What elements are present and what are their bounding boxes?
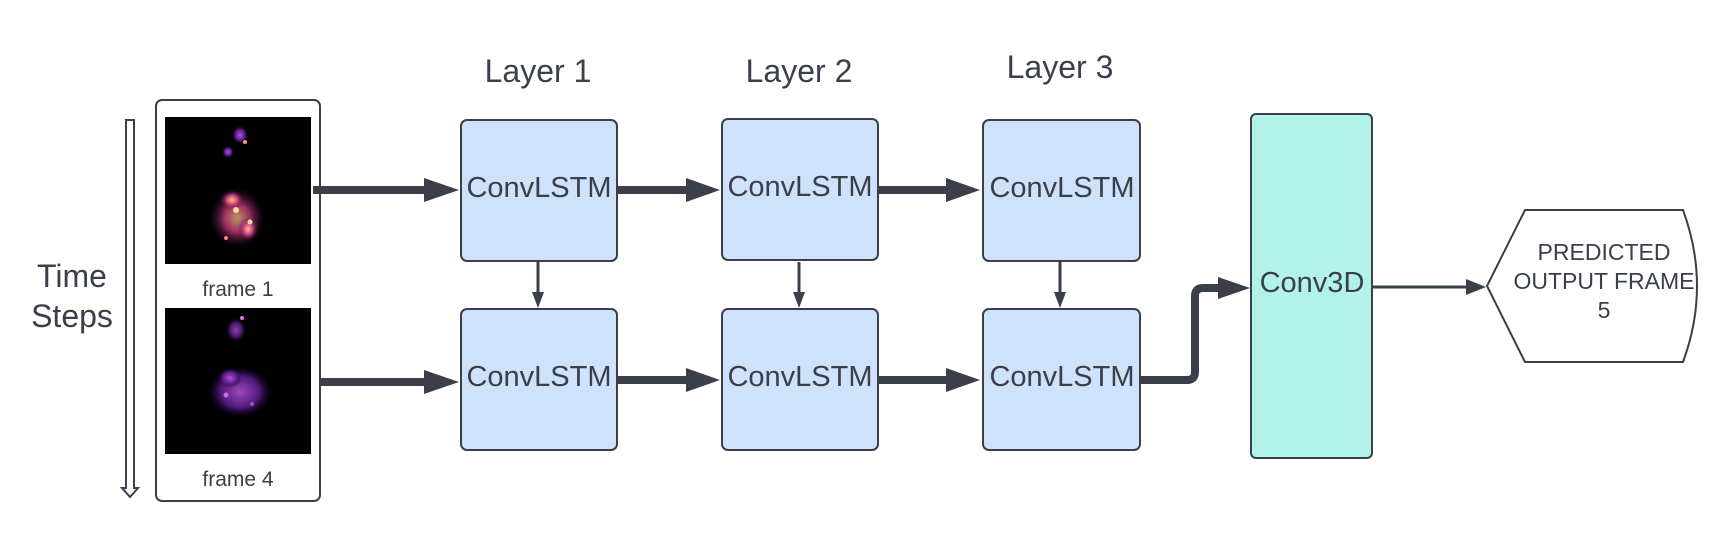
output-label-line3: 5 <box>1598 297 1611 323</box>
predicted-output-frame: PREDICTED OUTPUT FRAME 5 <box>1485 209 1698 363</box>
frame-4-image <box>165 308 311 454</box>
convlstm-label: ConvLSTM <box>989 172 1134 204</box>
time-axis: Time Steps <box>31 119 141 499</box>
layer-1-bottom-convlstm: ConvLSTM <box>460 308 618 451</box>
layer-3-bottom-convlstm: ConvLSTM <box>982 308 1141 451</box>
time-axis-label-line2: Steps <box>31 298 113 334</box>
layer-2-title: Layer 2 <box>746 53 853 89</box>
conv3d-block: Conv3D <box>1250 113 1373 459</box>
convlstm-label: ConvLSTM <box>727 361 872 393</box>
layer-2-top-convlstm: ConvLSTM <box>721 118 879 261</box>
frame-1-caption: frame 1 <box>202 278 273 301</box>
output-label-line1: PREDICTED <box>1538 239 1671 265</box>
conv3d-label: Conv3D <box>1260 267 1365 299</box>
arrow-layer3-to-conv3d <box>1140 284 1222 384</box>
convlstm-label: ConvLSTM <box>466 172 611 204</box>
convlstm-label: ConvLSTM <box>466 361 611 393</box>
convlstm-blocks: ConvLSTM ConvLSTM ConvLSTM ConvLSTM Conv… <box>460 118 1141 451</box>
convlstm-label: ConvLSTM <box>989 361 1134 393</box>
layer-1-top-convlstm: ConvLSTM <box>460 119 618 262</box>
frame-4-caption: frame 4 <box>202 468 274 491</box>
layer-3-title: Layer 3 <box>1007 49 1114 85</box>
time-axis-label-line1: Time <box>37 258 107 294</box>
convlstm-label: ConvLSTM <box>727 171 872 203</box>
output-label-line2: OUTPUT FRAME <box>1513 268 1694 294</box>
layer-3-top-convlstm: ConvLSTM <box>982 119 1141 262</box>
input-frames-panel: frame 1 frame 4 <box>155 99 321 502</box>
time-axis-arrow <box>119 119 141 499</box>
connector-arrows <box>313 178 1486 394</box>
frame-1-image <box>165 117 311 264</box>
layer-1-title: Layer 1 <box>485 53 592 89</box>
layer-2-bottom-convlstm: ConvLSTM <box>721 308 879 451</box>
